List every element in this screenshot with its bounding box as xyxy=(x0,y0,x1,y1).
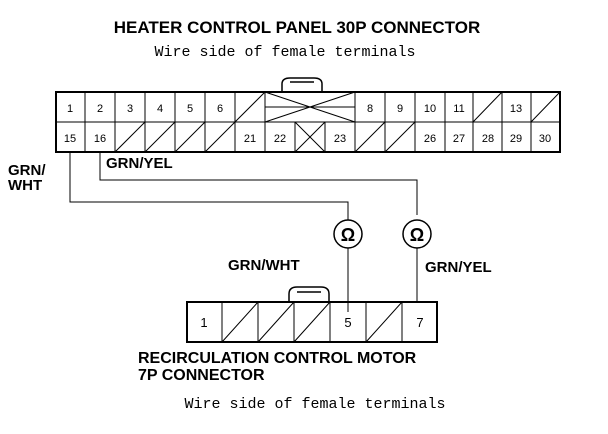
top-connector-row2: 15 16 21 22 23 26 27 28 29 30 xyxy=(64,121,551,153)
pin-27: 27 xyxy=(453,133,465,145)
pin-8: 8 xyxy=(367,103,373,115)
ohmmeter-right-icon: Ω xyxy=(402,219,432,249)
pin-16: 16 xyxy=(94,133,106,145)
pin-10: 10 xyxy=(424,103,436,115)
bottom-connector-title-line2: 7P CONNECTOR xyxy=(138,367,265,384)
top-connector-title: HEATER CONTROL PANEL 30P CONNECTOR xyxy=(114,18,481,37)
bottom-connector-cells: 1 5 7 xyxy=(200,301,424,343)
pin-9: 9 xyxy=(397,103,403,115)
wire-label-grn-wht-bottom: GRN/WHT xyxy=(228,257,300,274)
pin-30: 30 xyxy=(539,133,551,145)
bottom-connector-title-line1: RECIRCULATION CONTROL MOTOR xyxy=(138,350,417,367)
pin-26: 26 xyxy=(424,133,436,145)
pin-4: 4 xyxy=(157,103,163,115)
pin-22: 22 xyxy=(274,133,286,145)
pin-6: 6 xyxy=(217,103,223,115)
pin-28: 28 xyxy=(482,133,494,145)
bottom-connector-subtitle: Wire side of female terminals xyxy=(184,396,445,413)
bottom-pin-5: 5 xyxy=(344,315,351,330)
ohm-symbol-right: Ω xyxy=(410,225,424,245)
ohmmeter-left-icon: Ω xyxy=(333,219,363,249)
pin-23: 23 xyxy=(334,133,346,145)
pin-29: 29 xyxy=(510,133,522,145)
wire-label-grn-yel-top: GRN/YEL xyxy=(106,155,173,172)
pin-2: 2 xyxy=(97,103,103,115)
pin-3: 3 xyxy=(127,103,133,115)
wire-grn-wht xyxy=(69,152,349,312)
bottom-pin-1: 1 xyxy=(200,315,207,330)
bottom-connector-latch xyxy=(288,286,330,302)
ohm-symbol-left: Ω xyxy=(341,225,355,245)
pin-21: 21 xyxy=(244,133,256,145)
pin-11: 11 xyxy=(453,103,464,115)
wire-label-grn-yel-bottom: GRN/YEL xyxy=(425,259,492,276)
top-connector-latch xyxy=(281,77,323,92)
pin-15: 15 xyxy=(64,133,76,145)
wire-grn-yel xyxy=(99,152,418,302)
bottom-pin-7: 7 xyxy=(416,315,423,330)
top-connector-row1: 1 2 3 4 5 6 8 9 10 11 13 xyxy=(67,91,561,123)
wire-label-grn-wht-top-line2: WHT xyxy=(8,177,42,194)
pin-13: 13 xyxy=(510,103,522,115)
pin-5: 5 xyxy=(187,103,193,115)
pin-1: 1 xyxy=(67,103,73,115)
wire-label-grn-wht-top-line1: GRN/ xyxy=(8,162,46,179)
top-connector-subtitle: Wire side of female terminals xyxy=(154,44,415,61)
bottom-connector-body xyxy=(186,301,438,343)
